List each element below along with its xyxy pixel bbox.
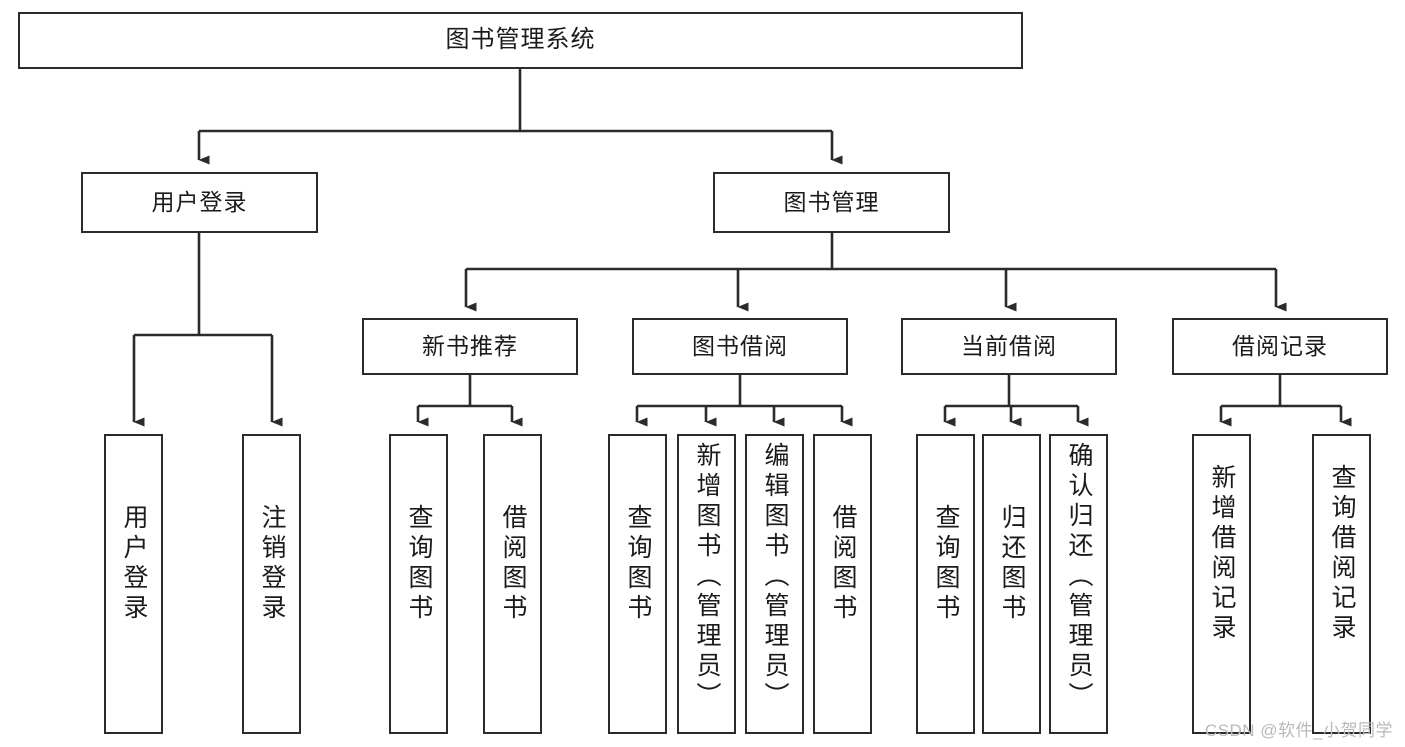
node-leaf-rec-query[interactable]: 查询图书 <box>389 434 448 734</box>
node-new-book-rec-label: 新书推荐 <box>422 332 518 359</box>
node-book-borrow-label: 图书借阅 <box>692 332 788 359</box>
node-new-book-rec[interactable]: 新书推荐 <box>362 318 578 375</box>
node-leaf-user-logout-label: 注销登录 <box>258 504 286 624</box>
node-leaf-borrow-query-label: 查询图书 <box>624 504 652 624</box>
node-current-borrow-label: 当前借阅 <box>961 332 1057 359</box>
node-leaf-borrow-query[interactable]: 查询图书 <box>608 434 667 734</box>
node-leaf-cur-query[interactable]: 查询图书 <box>916 434 975 734</box>
node-leaf-cur-query-label: 查询图书 <box>932 504 960 624</box>
node-leaf-borrow-lend-label: 借阅图书 <box>829 504 857 624</box>
watermark: CSDN @软件_小贺同学 <box>1204 721 1393 740</box>
node-leaf-cur-confirm-label: 确认归还（管理员） <box>1065 442 1093 712</box>
node-user-login-label: 用户登录 <box>151 188 248 215</box>
node-user-login[interactable]: 用户登录 <box>81 172 318 233</box>
node-leaf-rec-add[interactable]: 新增借阅记录 <box>1192 434 1251 734</box>
node-root[interactable]: 图书管理系统 <box>18 12 1023 69</box>
node-leaf-cur-confirm[interactable]: 确认归还（管理员） <box>1049 434 1108 734</box>
node-leaf-rec-search-label: 查询借阅记录 <box>1328 464 1356 644</box>
node-leaf-borrow-lend[interactable]: 借阅图书 <box>813 434 872 734</box>
node-leaf-borrow-add[interactable]: 新增图书（管理员） <box>677 434 736 734</box>
node-leaf-cur-return-label: 归还图书 <box>998 504 1026 624</box>
node-leaf-rec-search[interactable]: 查询借阅记录 <box>1312 434 1371 734</box>
node-current-borrow[interactable]: 当前借阅 <box>901 318 1117 375</box>
node-book-borrow[interactable]: 图书借阅 <box>632 318 848 375</box>
node-leaf-user-login-label: 用户登录 <box>120 504 148 624</box>
node-leaf-borrow-edit-label: 编辑图书（管理员） <box>761 442 789 712</box>
node-leaf-user-login[interactable]: 用户登录 <box>104 434 163 734</box>
node-borrow-record[interactable]: 借阅记录 <box>1172 318 1388 375</box>
node-leaf-rec-borrow-label: 借阅图书 <box>499 504 527 624</box>
node-leaf-user-logout[interactable]: 注销登录 <box>242 434 301 734</box>
node-book-manage-label: 图书管理 <box>783 188 880 215</box>
node-root-label: 图书管理系统 <box>445 26 596 54</box>
node-leaf-rec-add-label: 新增借阅记录 <box>1208 464 1236 644</box>
node-leaf-rec-borrow[interactable]: 借阅图书 <box>483 434 542 734</box>
node-borrow-record-label: 借阅记录 <box>1232 332 1328 359</box>
node-leaf-borrow-edit[interactable]: 编辑图书（管理员） <box>745 434 804 734</box>
node-leaf-borrow-add-label: 新增图书（管理员） <box>693 442 721 712</box>
node-leaf-rec-query-label: 查询图书 <box>405 504 433 624</box>
node-book-manage[interactable]: 图书管理 <box>713 172 950 233</box>
node-leaf-cur-return[interactable]: 归还图书 <box>982 434 1041 734</box>
